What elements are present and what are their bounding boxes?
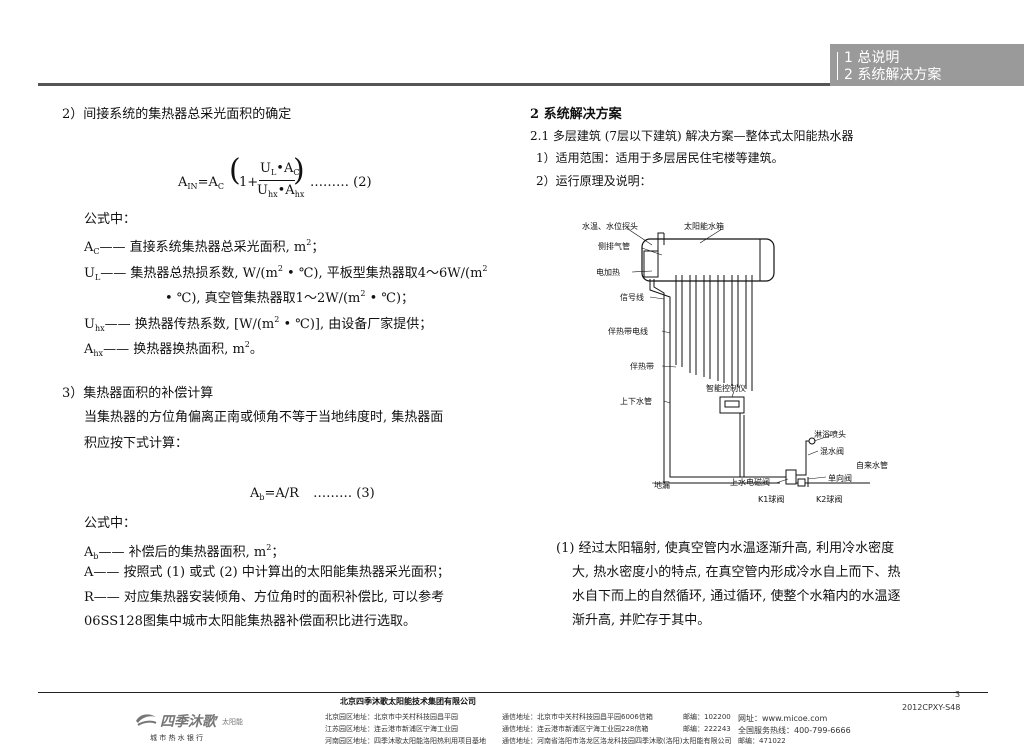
footer-mail-beijing: 通信地址：北京市中关村科技园昌平园6006信箱 [502,713,653,721]
label-floor-drain: 地漏 [654,481,670,490]
logo-text: 四季沐歌 [160,714,216,730]
section-3-para-1: 当集热器的方位角偏离正南或倾角不等于当地纬度时, 集热器面 [84,410,444,425]
solar-system-diagram: 水温、水位探头 太阳能水箱 侧排气管 电加热 信号线 伴热带电线 伴热带 智能控… [580,215,910,515]
logo-mark-icon [136,714,157,726]
definition-uhx: Uhx—— 换热器传热系数, [W/(m2 • ℃)], 由设备厂家提供； [84,315,433,333]
footer-addr-henan: 河南园区地址：四季沐歌太阳能洛阳热利用项目基地 [325,737,486,745]
label-probe: 水温、水位探头 [582,222,638,231]
principle-para-1: (1) 经过太阳辐射, 使真空管内水温逐渐升高, 利用冷水密度 [556,541,895,556]
formula-2-paren-right: ) [293,153,305,188]
solar-tank-shape [641,238,775,282]
vacuum-tubes [675,275,753,391]
label-pipe: 上下水管 [620,397,652,406]
footer-mail-jiangsu: 通信地址：连云港市新浦区宁海工业园228信箱 [502,725,649,733]
diagram-drawing [627,228,870,487]
label-signal: 信号线 [620,293,644,302]
principle-para-3: 水自下而上的自然循环, 通过循环, 使整个水箱内的水温逐 [572,589,901,604]
header-rule [38,83,830,86]
footer-mail-henan: 通信地址：河南省洛阳市洛龙区洛龙科技园四季沐歌(洛阳)太阳能有限公司 [502,737,732,745]
formula-3: Ab=A/R ……… (3) [250,486,375,502]
footer-addr-beijing: 北京园区地址：北京市中关村科技园昌平园 [325,713,458,721]
footer-zip-beijing: 邮编：102200 [683,713,731,721]
label-check-valve: 单向阀 [828,474,852,483]
formula-2-fraction-bar [259,180,295,181]
label-heat-band: 伴热带 [630,362,654,371]
footer-rule [38,692,988,693]
slogan: 城 市 热 水 银 行 [150,734,204,742]
label-vent: 侧排气管 [598,242,630,251]
footer-hotline: 全国服务热线：400-799-6666 [738,726,851,735]
label-solenoid: 上水电磁阀 [730,478,770,487]
tank-side-box [643,250,659,278]
definition-a: A—— 按照式 (1) 或式 (2) 中计算出的太阳能集热器采光面积； [84,565,450,580]
logo-sub: 太阳能 [222,718,243,726]
section-2-title: 2）间接系统的集热器总采光面积的确定 [62,107,292,122]
label-k1-valve: K1球阀 [758,495,785,504]
label-tank: 太阳能水箱 [684,222,724,231]
label-controller: 智能控制仪 [706,384,746,393]
right-line-3: 2）运行原理及说明： [536,174,652,188]
where-label-1: 公式中： [84,212,137,227]
shower-head-shape [808,437,816,445]
pipes [649,232,870,487]
solenoid-valve-shape [785,469,797,485]
header-line-1: 1 总说明 [844,50,900,66]
right-line-1: 2.1 多层建筑 (7层以下建筑) 解决方案—整体式太阳能热水器 [530,129,854,143]
formula-2: AIN=AC [178,175,224,191]
formula-2-denominator: Uhx•Ahx [257,183,305,199]
label-heat-wire: 伴热带电线 [608,327,648,336]
label-k2-valve: K2球阀 [816,495,843,504]
formula-2-numerator: UL•AC [260,161,300,177]
company-name: 北京四季沐歌太阳能技术集团有限公司 [340,697,476,706]
formula-2-paren-left: ( [229,153,241,188]
section-header: 1 总说明 2 系统解决方案 [830,44,1024,86]
right-line-2: 1）适用范围：适用于多层居民住宅楼等建筑。 [536,151,784,165]
definition-ahx: Ahx—— 换热器换热面积, m2。 [84,340,263,358]
definition-ul: UL—— 集热器总热损系数, W/(m2 • ℃), 平板型集热器取4～6W/(… [84,264,488,282]
footer-zip-henan: 邮编：471022 [738,737,786,745]
doc-code: 2012CPXY-S48 [902,703,961,712]
principle-para-2: 大, 热水密度小的特点, 在真空管内形成冷水自上而下、热 [572,565,901,580]
footer-zip-jiangsu: 邮编：222243 [683,725,731,733]
label-shower: 淋浴喷头 [814,430,846,439]
section-3-title: 3）集热器面积的补偿计算 [62,386,214,401]
definition-r: R—— 对应集热器安装倾角、方位角时的面积补偿比, 可以参考 [84,590,445,605]
footer-website: 网址：www.micoe.com [738,714,828,723]
label-heater: 电加热 [596,268,620,277]
label-tap-pipe: 自来水管 [856,461,888,470]
header-line-2: 2 系统解决方案 [844,67,942,83]
header-divider [837,52,838,80]
formula-2-one-plus: 1+ [239,175,259,190]
definition-ul-cont: • ℃), 真空管集热器取1～2W/(m2 • ℃)； [165,289,415,306]
definition-ab: Ab—— 补偿后的集热器面积, m2； [84,543,285,561]
right-section-title: 2 系统解决方案 [530,107,622,122]
page-number: 3 [955,690,961,699]
company-logo: 四季沐歌 太阳能 [134,711,243,731]
definition-ac: AC—— 直接系统集热器总采光面积, m2； [84,238,325,256]
definition-r-cont: 06SS128图集中城市太阳能集热器补偿面积比进行选取。 [84,614,416,629]
principle-para-4: 渐升高, 并贮存于其中。 [572,613,711,628]
label-mix-valve: 混水阀 [820,447,844,456]
where-label-2: 公式中： [84,516,137,531]
footer-addr-jiangsu: 江苏园区地址：连云港市新浦区宁海工业园 [325,725,458,733]
section-3-para-2: 积应按下式计算： [84,436,189,451]
formula-2-ref: ……… (2) [310,175,372,190]
